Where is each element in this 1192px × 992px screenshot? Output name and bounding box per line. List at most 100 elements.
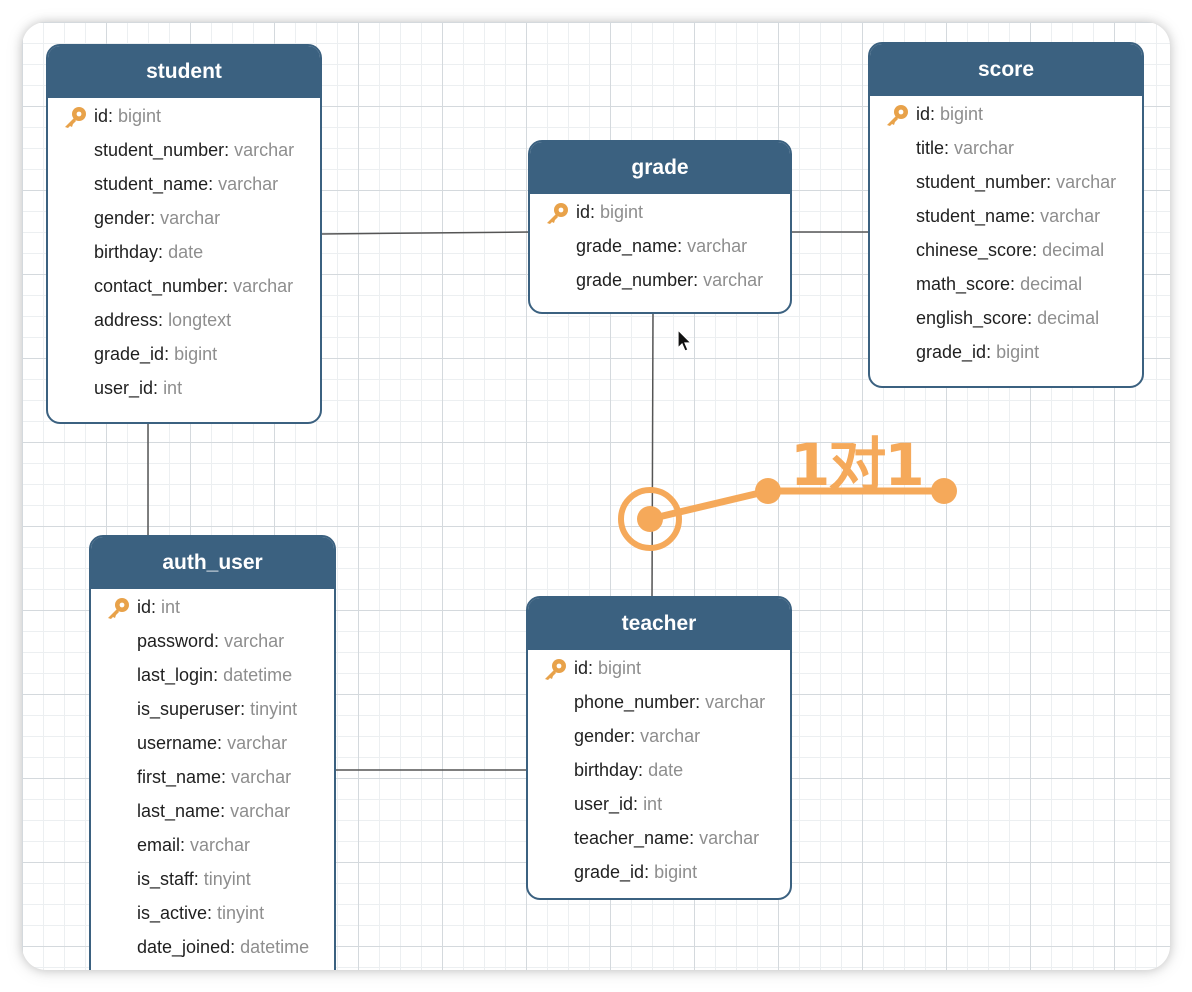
field-name: username [137,733,218,753]
table-title: teacher [621,612,697,635]
field-row[interactable]: last_login: datetime [137,665,293,685]
field-name: email [137,835,181,855]
field-row[interactable]: user_id: int [574,794,663,814]
field-name: student_number [94,140,225,160]
field-name: address [94,310,159,330]
field-row[interactable]: first_name: varchar [137,767,292,787]
field-name: grade_number [576,270,694,290]
field-row[interactable]: id: bigint [530,195,790,229]
field-row[interactable]: chinese_score: decimal [916,240,1105,260]
table-score[interactable]: score id: bigint title: varchar student_… [868,42,1144,388]
field-name: date_joined [137,937,231,957]
field-type: varchar [233,276,294,296]
field-type: tinyint [217,903,265,923]
field-row[interactable]: english_score: decimal [916,308,1100,328]
connector-student-grade[interactable] [319,231,531,235]
field-name: math_score [916,274,1011,294]
field-row[interactable]: grade_name: varchar [576,236,748,256]
field-row[interactable]: date_joined: datetime [137,937,310,957]
field-name: contact_number [94,276,224,296]
field-type: tinyint [250,699,298,719]
key-icon [545,659,566,680]
field-name: is_superuser [137,699,241,719]
key-icon [65,107,86,128]
field-row[interactable]: username: varchar [137,733,288,753]
field-name: user_id [94,378,154,398]
field-row[interactable]: is_staff: tinyint [137,869,251,889]
field-name: gender [94,208,151,228]
table-header: auth_user [91,537,334,589]
field-type: varchar [954,138,1015,158]
connector-grade-teacher[interactable] [651,313,654,599]
field-row[interactable]: math_score: decimal [916,274,1083,294]
field-row[interactable]: birthday: date [94,242,204,262]
diagram-canvas[interactable]: student id: bigint student_number: varch… [22,22,1170,970]
field-type: varchar [699,828,760,848]
field-row[interactable]: phone_number: varchar [574,692,766,712]
table-auth-user[interactable]: auth_user id: int password: varchar last… [89,535,336,970]
table-title: score [977,58,1035,81]
field-type: varchar [230,801,291,821]
field-row[interactable]: grade_number: varchar [576,270,764,290]
field-row[interactable]: birthday: date [574,760,684,780]
field-row[interactable]: id: bigint [48,99,320,133]
field-name: grade_name [576,236,678,256]
field-type: bigint [600,202,644,222]
field-row[interactable]: user_id: int [94,378,183,398]
field-name: grade_id [916,342,987,362]
field-row[interactable]: grade_id: bigint [574,862,698,882]
field-row[interactable]: last_name: varchar [137,801,291,821]
field-name: id [94,106,109,126]
field-row[interactable]: teacher_name: varchar [574,828,760,848]
field-name: gender [574,726,631,746]
field-name: grade_id [94,344,165,364]
table-title: grade [631,156,689,179]
field-row[interactable]: gender: varchar [94,208,221,228]
field-row[interactable]: contact_number: varchar [94,276,294,296]
field-row[interactable]: grade_id: bigint [94,344,218,364]
field-type: varchar [687,236,748,256]
field-name: title [916,138,945,158]
field-name: is_staff [137,869,194,889]
annotation-label: 1对1 [790,431,925,499]
field-name: english_score [916,308,1028,328]
field-name: id [576,202,591,222]
field-row[interactable]: student_number: varchar [916,172,1117,192]
table-grade[interactable]: grade id: bigint grade_name: varchar gra… [528,140,792,314]
field-type: varchar [705,692,766,712]
field-type: bigint [940,104,984,124]
field-row[interactable]: student_number: varchar [94,140,295,160]
field-row[interactable]: grade_id: bigint [916,342,1040,362]
field-row[interactable]: password: varchar [137,631,285,651]
field-row[interactable]: email: varchar [137,835,251,855]
field-name: id [916,104,931,124]
key-icon [887,105,908,126]
table-title: student [146,60,222,83]
table-student[interactable]: student id: bigint student_number: varch… [46,44,322,424]
field-name: teacher_name [574,828,690,848]
table-teacher[interactable]: teacher id: bigint phone_number: varchar… [526,596,792,900]
field-row[interactable]: is_superuser: tinyint [137,699,298,719]
field-type: varchar [160,208,221,228]
field-row[interactable]: is_active: tinyint [137,903,265,923]
field-name: birthday [94,242,159,262]
field-name: phone_number [574,692,696,712]
field-type: bigint [174,344,218,364]
field-type: varchar [1056,172,1117,192]
field-row[interactable]: id: int [91,590,334,624]
table-header: grade [530,142,790,194]
field-row[interactable]: id: bigint [528,651,790,685]
field-row[interactable]: student_name: varchar [916,206,1101,226]
field-name: chinese_score [916,240,1033,260]
field-type: int [163,378,183,398]
field-name: id [574,658,589,678]
field-row[interactable]: title: varchar [916,138,1015,158]
field-row[interactable]: gender: varchar [574,726,701,746]
field-type: varchar [190,835,251,855]
field-type: varchar [640,726,701,746]
field-type: bigint [996,342,1040,362]
field-row[interactable]: student_name: varchar [94,174,279,194]
field-name: last_name [137,801,221,821]
field-row[interactable]: address: longtext [94,310,232,330]
field-row[interactable]: id: bigint [870,97,1142,131]
